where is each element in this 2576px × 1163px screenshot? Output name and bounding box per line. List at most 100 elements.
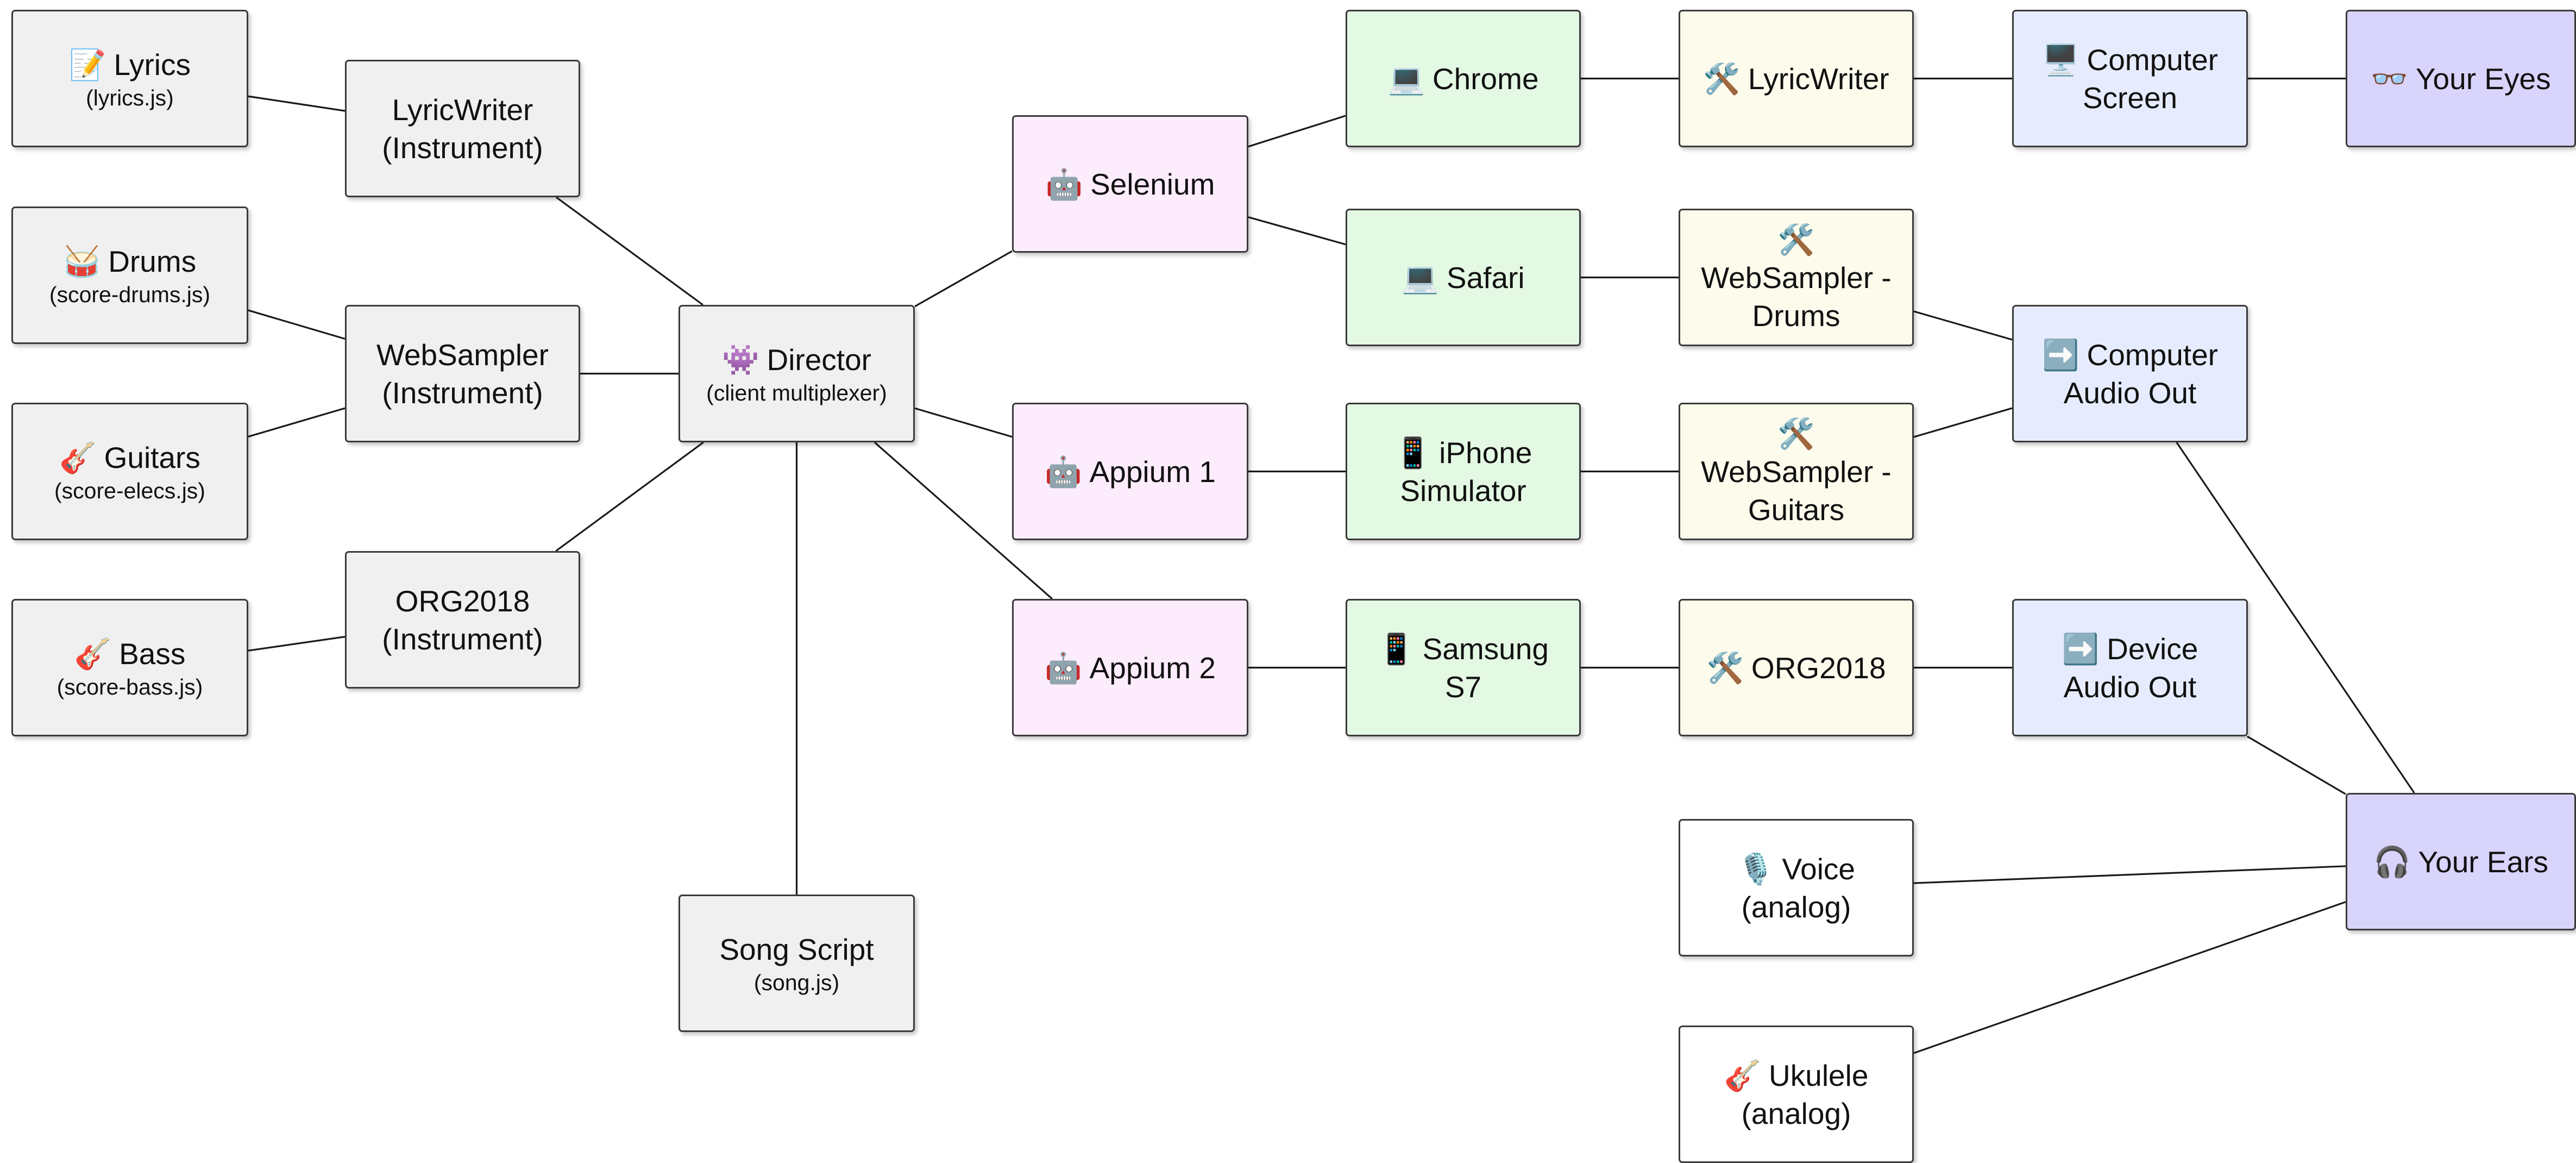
node-your-ears: 🎧Your Ears (2346, 793, 2576, 930)
node-label: Computer (2087, 337, 2218, 372)
node-label-line2: Simulator (1400, 473, 1526, 508)
edge-bass-to-org2018_instrument (248, 636, 345, 652)
node-selenium: 🤖Selenium (1012, 115, 1248, 253)
node-safari: 💻Safari (1346, 209, 1581, 346)
node-sublabel: (lyrics.js) (86, 85, 174, 110)
edge-selenium-to-safari (1248, 216, 1346, 246)
node-websampler-instrument: WebSampler (Instrument) (345, 305, 580, 442)
mobile-phone-icon: 📱 (1394, 435, 1432, 470)
node-label: ORG2018 (1751, 651, 1886, 685)
laptop-icon: 💻 (1387, 61, 1425, 96)
node-lyricwriter-tool: 🛠️LyricWriter (1679, 10, 1914, 147)
node-label: Appium 2 (1089, 651, 1216, 685)
node-org2018-tool: 🛠️ORG2018 (1679, 599, 1914, 736)
node-label: Safari (1446, 260, 1525, 295)
edge-director-to-appium1 (914, 407, 1013, 438)
node-label: ORG2018 (395, 584, 530, 618)
node-label-line2: Drums (1752, 298, 1840, 333)
node-iphone-simulator: 📱iPhone Simulator (1346, 403, 1581, 540)
alien-monster-icon: 👾 (721, 342, 759, 377)
right-arrow-icon: ➡️ (2062, 631, 2100, 666)
node-label: WebSampler (376, 337, 549, 372)
node-computer-screen: 🖥️Computer Screen (2012, 10, 2248, 147)
laptop-icon: 💻 (1402, 260, 1439, 295)
node-label-line2: Screen (2082, 80, 2178, 115)
node-sublabel: (score-drums.js) (49, 282, 211, 307)
edge-selenium-to-chrome (1248, 115, 1346, 148)
node-sublabel: (song.js) (753, 970, 840, 995)
node-label: WebSampler - (1701, 454, 1892, 489)
desktop-computer-icon: 🖥️ (2042, 42, 2079, 77)
right-arrow-icon: ➡️ (2042, 337, 2079, 372)
node-label: LyricWriter (1748, 61, 1889, 96)
node-label: Drums (108, 244, 197, 278)
node-label: Guitars (104, 440, 200, 474)
edge-lyricwriter_instrument-to-director (556, 196, 703, 306)
node-websampler-guitars: 🛠️ WebSampler - Guitars (1679, 403, 1914, 540)
node-ukulele-analog: 🎸Ukulele (analog) (1679, 1026, 1914, 1163)
guitar-icon: 🎸 (74, 636, 112, 671)
node-bass: 🎸Bass (score-bass.js) (11, 599, 248, 736)
guitar-icon: 🎸 (1724, 1058, 1762, 1093)
edge-ukulele-to-your_ears (1913, 901, 2346, 1054)
node-voice-analog: 🎙️Voice (analog) (1679, 819, 1914, 956)
node-lyrics: 📝Lyrics (lyrics.js) (11, 10, 248, 147)
node-label-line2: Audio Out (2063, 670, 2197, 704)
node-sublabel: (score-bass.js) (56, 674, 203, 699)
edge-director-to-appium2 (874, 441, 1053, 600)
memo-icon: 📝 (68, 47, 106, 82)
node-label: iPhone (1439, 435, 1532, 470)
robot-icon: 🤖 (1045, 166, 1083, 202)
edge-computer_audio_out-to-your_ears (2176, 442, 2415, 793)
node-label-line2: (analog) (1741, 1096, 1851, 1130)
node-label: WebSampler - (1701, 260, 1892, 295)
edge-websampler_guitars-to-computer_audio_out (1913, 407, 2013, 438)
node-label-line2: Audio Out (2063, 376, 2197, 410)
node-label: Your Ears (2418, 845, 2548, 879)
node-drums: 🥁Drums (score-drums.js) (11, 207, 248, 344)
microphone-icon: 🎙️ (1737, 851, 1775, 886)
node-your-eyes: 👓Your Eyes (2346, 10, 2576, 147)
node-appium-2: 🤖Appium 2 (1012, 599, 1248, 736)
hammer-and-wrench-icon: 🛠️ (1777, 222, 1815, 257)
node-label: Selenium (1090, 167, 1215, 201)
robot-icon: 🤖 (1045, 454, 1082, 489)
hammer-and-wrench-icon: 🛠️ (1777, 416, 1815, 451)
guitar-icon: 🎸 (59, 440, 97, 475)
node-sublabel: (client multiplexer) (706, 380, 887, 405)
hammer-and-wrench-icon: 🛠️ (1703, 61, 1741, 96)
node-label-line2: S7 (1444, 670, 1482, 704)
node-samsung-s7: 📱Samsung S7 (1346, 599, 1581, 736)
node-sublabel: (score-elecs.js) (54, 478, 205, 503)
node-computer-audio-out: ➡️Computer Audio Out (2012, 305, 2248, 442)
node-guitars: 🎸Guitars (score-elecs.js) (11, 403, 248, 540)
node-label: Lyrics (114, 47, 191, 82)
node-label: Samsung (1422, 631, 1549, 666)
node-label-line2: (Instrument) (382, 376, 543, 410)
node-label: Song Script (719, 932, 874, 966)
node-label-line2: (Instrument) (382, 622, 543, 656)
robot-icon: 🤖 (1045, 650, 1082, 685)
edge-director-to-selenium (914, 250, 1013, 308)
node-song-script: Song Script (song.js) (678, 895, 915, 1032)
edge-org2018_instrument-to-director (555, 441, 704, 552)
node-label-line2: (Instrument) (382, 130, 543, 165)
hammer-and-wrench-icon: 🛠️ (1706, 650, 1744, 685)
node-label: Computer (2087, 42, 2218, 77)
node-label-line2: (analog) (1741, 890, 1851, 924)
node-director: 👾Director (client multiplexer) (678, 305, 915, 442)
edge-websampler_drums-to-computer_audio_out (1913, 310, 2013, 341)
edge-lyrics-to-lyricwriter_instrument (248, 95, 345, 112)
node-org2018-instrument: ORG2018 (Instrument) (345, 551, 580, 689)
edge-guitars-to-websampler_instrument (248, 407, 345, 437)
node-label: Ukulele (1769, 1058, 1869, 1092)
node-chrome: 💻Chrome (1346, 10, 1581, 147)
node-appium-1: 🤖Appium 1 (1012, 403, 1248, 540)
node-label: Device (2107, 631, 2198, 666)
node-label: Director (766, 342, 871, 377)
node-lyricwriter-instrument: LyricWriter (Instrument) (345, 60, 580, 197)
node-label: Your Eyes (2415, 61, 2551, 96)
node-label: Bass (119, 636, 186, 671)
edge-drums-to-websampler_instrument (248, 309, 345, 340)
node-label: LyricWriter (392, 92, 533, 127)
